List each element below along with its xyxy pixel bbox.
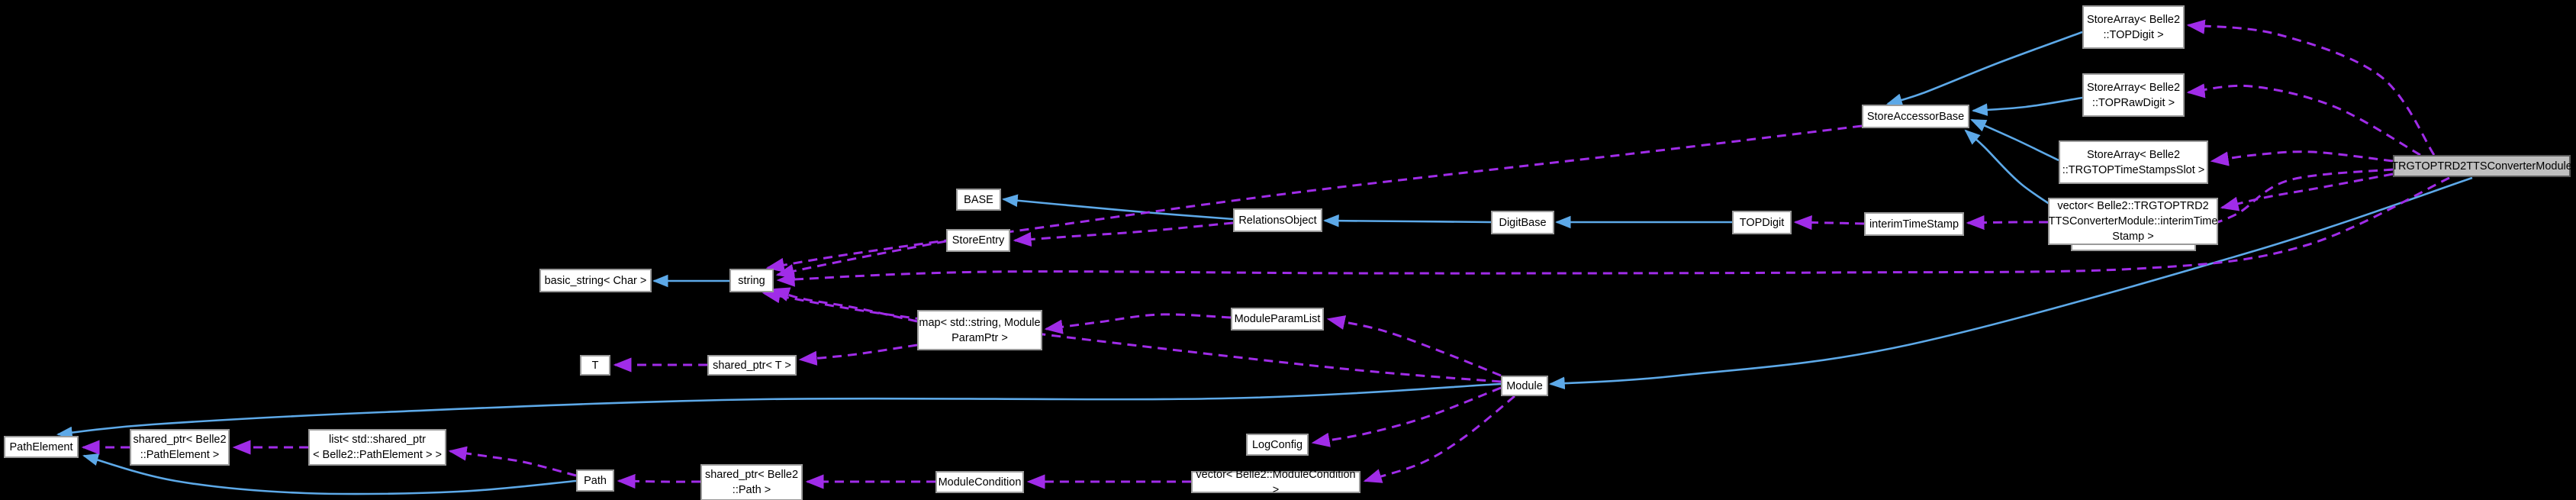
edge-interimtimestamp-to-topdigit [1793, 215, 1865, 231]
edge-relationsobject-to-base [1001, 194, 1234, 221]
node-sp_pathelement[interactable]: shared_ptr< Belle2 ::PathElement > [130, 429, 230, 466]
edge-vec_interim-to-interimtimestamp [1966, 215, 2049, 231]
node-module[interactable]: Module [1501, 376, 1548, 396]
edge-path-to-pathelement [82, 453, 577, 495]
node-digitbase[interactable]: DigitBase [1491, 211, 1554, 234]
node-list_sp_pe[interactable]: list< std::shared_ptr < Belle2::PathElem… [308, 429, 446, 466]
node-pathelement[interactable]: PathElement [4, 436, 79, 458]
node-base[interactable]: BASE [956, 189, 1001, 211]
node-storeaccessorbase[interactable]: StoreAccessorBase [1862, 105, 1969, 128]
edge-sa_topdigit-to-storeaccessorbase [1886, 31, 2083, 106]
edge-module-to-pathelement [56, 382, 1502, 440]
node-sp_path[interactable]: shared_ptr< Belle2 ::Path > [700, 464, 803, 500]
node-relationsobject[interactable]: RelationsObject [1233, 208, 1322, 232]
edge-sa_tsslot-to-storeaccessorbase [1970, 118, 2059, 162]
edge-map_param-to-sharedptr_t [798, 344, 918, 366]
node-vec_interim[interactable]: vector< Belle2::TRGTOPTRD2 TTSConverterM… [2048, 198, 2218, 245]
edge-main-to-sa_tstamp [2197, 168, 2394, 230]
edge-sp_path-to-path [617, 473, 701, 489]
node-logconfig[interactable]: LogConfig [1246, 434, 1309, 456]
edge-module-to-string [762, 289, 1502, 383]
edge-moduleparamlist-to-map_param [1044, 313, 1232, 334]
node-basic_string[interactable]: basic_string< Char > [539, 269, 652, 292]
edge-module-to-moduleparamlist [1326, 315, 1502, 377]
edge-storeaccessorbase-to-string [765, 124, 1863, 273]
node-sa_topdigit[interactable]: StoreArray< Belle2 ::TOPDigit > [2082, 5, 2185, 49]
edge-relationsobject-to-storeentry [1013, 221, 1234, 247]
edge-sa_toprawdigit-to-storeaccessorbase [1971, 96, 2083, 117]
edge-module-to-vec_modulecondition [1363, 395, 1515, 483]
edge-storeentry-to-string [775, 240, 947, 279]
edge-path-to-list_sp_pe [448, 446, 577, 477]
node-main: TRGTOPTRD2TTSConverterModule [2391, 155, 2572, 177]
edge-main-to-sa_toprawdigit [2186, 83, 2421, 156]
node-storeentry[interactable]: StoreEntry [946, 229, 1010, 252]
edge-main-to-vec_interim [2220, 173, 2394, 211]
edge-main-to-string [776, 176, 2450, 287]
node-path[interactable]: Path [576, 469, 614, 492]
node-map_param[interactable]: map< std::string, Module ParamPtr > [917, 310, 1042, 350]
node-moduleparamlist[interactable]: ModuleParamList [1231, 308, 1324, 331]
node-topdigit[interactable]: TOPDigit [1732, 211, 1792, 234]
edge-module-to-logconfig [1311, 386, 1502, 447]
edge-main-to-module [1548, 176, 2473, 390]
node-string[interactable]: string [729, 269, 774, 292]
edge-main-to-sa_tsslot [2210, 150, 2394, 166]
edge-main-to-sa_topdigit [2186, 19, 2436, 156]
node-sa_tsslot[interactable]: StoreArray< Belle2 ::TRGTOPTimeStampsSlo… [2059, 140, 2208, 184]
node-vec_modulecondition[interactable]: vector< Belle2::ModuleCondition > [1191, 469, 1360, 496]
node-t[interactable]: T [580, 355, 610, 376]
node-sharedptr_t[interactable]: shared_ptr< T > [707, 355, 797, 376]
node-modulecondition[interactable]: ModuleCondition [935, 471, 1024, 493]
node-sa_toprawdigit[interactable]: StoreArray< Belle2 ::TOPRawDigit > [2082, 73, 2185, 117]
edge-map_param-to-string [771, 287, 918, 323]
node-interimtimestamp[interactable]: interimTimeStamp [1864, 212, 1964, 236]
edge-digitbase-to-relationsobject [1322, 214, 1492, 227]
